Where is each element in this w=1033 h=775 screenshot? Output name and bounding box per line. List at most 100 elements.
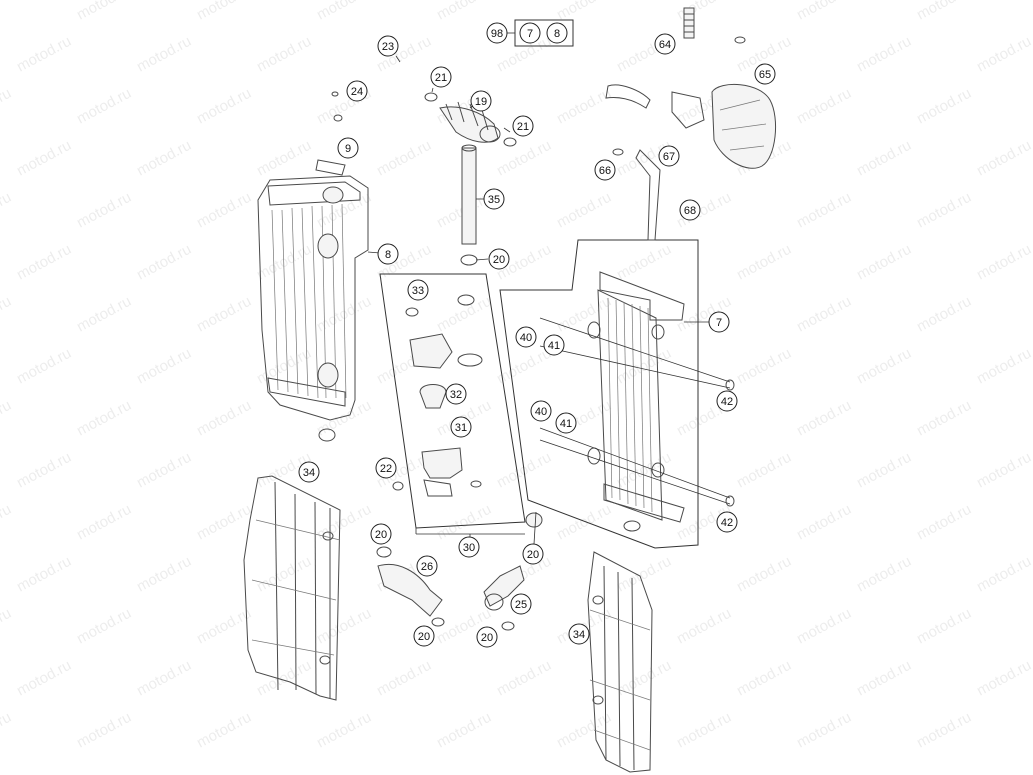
callout-21[interactable]: 21 (430, 66, 452, 88)
callout-20[interactable]: 20 (522, 543, 544, 565)
watermark-text: motod.ru (134, 449, 194, 492)
callout-42[interactable]: 42 (716, 390, 738, 412)
watermark-text: motod.ru (194, 501, 254, 544)
callout-34[interactable]: 34 (298, 461, 320, 483)
watermark-text: motod.ru (674, 709, 734, 752)
callout-34[interactable]: 34 (568, 623, 590, 645)
watermark-text: motod.ru (14, 137, 74, 180)
watermark-text: motod.ru (794, 397, 854, 440)
callout-8[interactable]: 8 (377, 243, 399, 265)
svg-text:30: 30 (463, 542, 475, 554)
svg-text:32: 32 (450, 389, 462, 401)
callout-41[interactable]: 41 (543, 334, 565, 356)
callout-25[interactable]: 25 (510, 593, 532, 615)
watermark-text: motod.ru (914, 501, 974, 544)
watermark-text: motod.ru (734, 553, 794, 596)
callout-30[interactable]: 30 (458, 536, 480, 558)
watermark-text: motod.ru (794, 605, 854, 648)
callout-40[interactable]: 40 (515, 326, 537, 348)
callout-20[interactable]: 20 (476, 626, 498, 648)
callout-64[interactable]: 64 (654, 33, 676, 55)
watermark-text: motod.ru (74, 189, 134, 232)
callout-35[interactable]: 35 (483, 188, 505, 210)
svg-text:35: 35 (488, 194, 500, 206)
watermark-text: motod.ru (74, 0, 134, 24)
callout-68[interactable]: 68 (679, 199, 701, 221)
watermark-text: motod.ru (794, 0, 854, 24)
watermark-text: motod.ru (194, 397, 254, 440)
callout-32[interactable]: 32 (445, 383, 467, 405)
watermark-text: motod.ru (434, 501, 494, 544)
watermark-text: motod.ru (554, 293, 614, 336)
watermark-text: motod.ru (14, 241, 74, 284)
watermark-text: motod.ru (734, 241, 794, 284)
svg-text:68: 68 (684, 205, 696, 217)
callout-20[interactable]: 20 (488, 248, 510, 270)
callout-9[interactable]: 9 (337, 137, 359, 159)
callout-66[interactable]: 66 (594, 159, 616, 181)
watermark-text: motod.ru (74, 709, 134, 752)
watermark-text: motod.ru (374, 657, 434, 700)
watermark-text: motod.ru (314, 709, 374, 752)
callout-42[interactable]: 42 (716, 511, 738, 533)
callout-67[interactable]: 67 (658, 145, 680, 167)
svg-text:24: 24 (351, 86, 363, 98)
kit-98: 98 7 8 (486, 19, 574, 47)
watermark-text: motod.ru (134, 657, 194, 700)
svg-text:20: 20 (493, 254, 505, 266)
kit-item-7-callout[interactable]: 7 (519, 22, 541, 44)
watermark-text: motod.ru (434, 709, 494, 752)
callout-33[interactable]: 33 (407, 279, 429, 301)
watermark-text: motod.ru (554, 501, 614, 544)
watermark-text: motod.ru (914, 397, 974, 440)
upper-hose-assembly (424, 92, 517, 266)
callout-24[interactable]: 24 (346, 80, 368, 102)
watermark-text: motod.ru (194, 85, 254, 128)
svg-text:9: 9 (345, 143, 351, 155)
callout-22[interactable]: 22 (375, 457, 397, 479)
watermark-text: motod.ru (254, 137, 314, 180)
callout-21[interactable]: 21 (512, 115, 534, 137)
kit-number-callout[interactable]: 98 (486, 22, 508, 44)
watermark-text: motod.ru (194, 709, 254, 752)
watermark-text: motod.ru (134, 137, 194, 180)
svg-text:65: 65 (759, 69, 771, 81)
cooling-fan-assembly (605, 7, 776, 241)
callout-26[interactable]: 26 (416, 555, 438, 577)
callout-65[interactable]: 65 (754, 63, 776, 85)
watermark-text: motod.ru (854, 553, 914, 596)
kit-item-8-callout[interactable]: 8 (546, 22, 568, 44)
callout-20[interactable]: 20 (370, 523, 392, 545)
svg-text:22: 22 (380, 463, 392, 475)
svg-text:98: 98 (491, 28, 503, 40)
watermark-text: motod.ru (914, 293, 974, 336)
watermark-text: motod.ru (134, 345, 194, 388)
watermark-text: motod.ru (494, 137, 554, 180)
watermark-text: motod.ru (974, 449, 1033, 492)
watermark-text: motod.ru (734, 345, 794, 388)
svg-text:19: 19 (475, 96, 487, 108)
callout-40[interactable]: 40 (530, 400, 552, 422)
watermark-text: motod.ru (914, 189, 974, 232)
watermark-text: motod.ru (0, 85, 14, 128)
callout-31[interactable]: 31 (450, 416, 472, 438)
callout-41[interactable]: 41 (555, 412, 577, 434)
svg-text:20: 20 (375, 529, 387, 541)
watermark-text: motod.ru (974, 657, 1033, 700)
watermark-text: motod.ru (0, 605, 14, 648)
watermark-text: motod.ru (0, 501, 14, 544)
watermark-text: motod.ru (854, 657, 914, 700)
callout-23[interactable]: 23 (377, 35, 399, 57)
watermark-text: motod.ru (374, 137, 434, 180)
watermark-text: motod.ru (0, 189, 14, 232)
svg-text:23: 23 (382, 41, 394, 53)
watermark-text: motod.ru (14, 449, 74, 492)
callout-20[interactable]: 20 (413, 625, 435, 647)
svg-text:21: 21 (517, 121, 529, 133)
callout-7[interactable]: 7 (708, 311, 730, 333)
watermark-text: motod.ru (914, 605, 974, 648)
callout-19[interactable]: 19 (470, 90, 492, 112)
watermark-text: motod.ru (194, 189, 254, 232)
